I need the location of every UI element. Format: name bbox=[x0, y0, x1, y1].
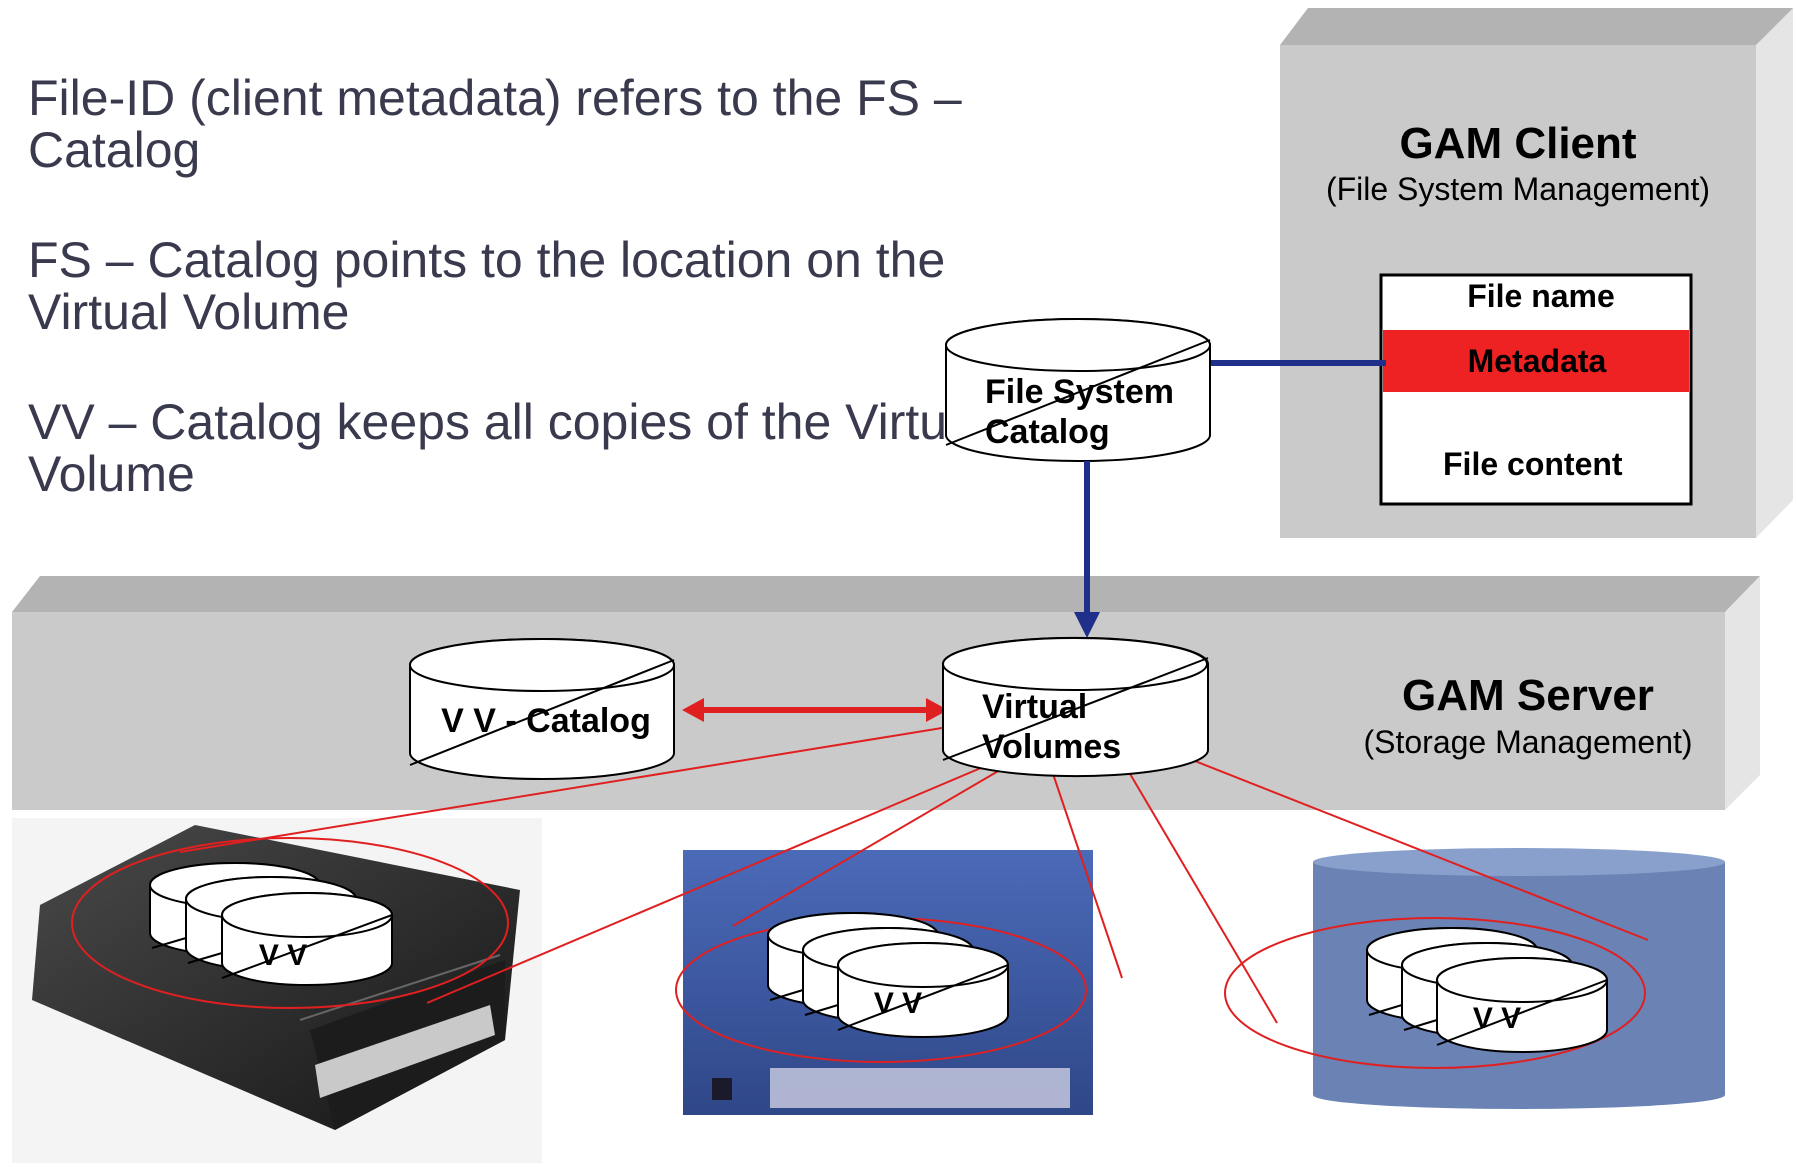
file-record-box: File name Metadata File content bbox=[1379, 273, 1693, 506]
vv-distribution-lines bbox=[179, 726, 1649, 1024]
vv-label-cartridge: V V bbox=[874, 987, 922, 1020]
bullet-vv-catalog: VV – Catalog keeps all copies of the Vir… bbox=[28, 394, 986, 502]
vv-stack-cartridge: V V bbox=[767, 912, 1009, 1038]
metadata-row bbox=[1383, 330, 1689, 392]
file-content-label: File content bbox=[1443, 446, 1623, 482]
vv-label-tape-drive: V V bbox=[259, 939, 307, 972]
virtual-volumes-line1: Virtual bbox=[982, 688, 1087, 726]
disk-highlight bbox=[1224, 917, 1646, 1069]
bullet-fs-catalog: FS – Catalog points to the location on t… bbox=[28, 232, 946, 340]
vv-stack-tape-drive: V V bbox=[149, 862, 393, 986]
vv-stack-disk: V V bbox=[1366, 927, 1608, 1053]
client-title: GAM Client bbox=[1399, 119, 1636, 168]
fs-catalog-line1: File System bbox=[985, 373, 1174, 411]
virtual-volumes-line2: Volumes bbox=[982, 728, 1121, 766]
vv-label-disk: V V bbox=[1473, 1002, 1521, 1035]
fs-to-vv-arrow bbox=[1074, 461, 1100, 638]
server-title: GAM Server bbox=[1402, 671, 1654, 720]
bullet-file-id: File-ID (client metadata) refers to the … bbox=[28, 70, 962, 178]
file-name-label: File name bbox=[1467, 278, 1615, 314]
virtual-volumes-cylinder: Virtual Volumes bbox=[942, 636, 1209, 778]
vv-catalog-label: V V - Catalog bbox=[441, 702, 651, 740]
explanation-text: File-ID (client metadata) refers to the … bbox=[28, 72, 1028, 558]
fs-catalog-cylinder: File System Catalog bbox=[945, 318, 1211, 462]
server-subtitle: (Storage Management) bbox=[1363, 724, 1692, 760]
fs-catalog-line2: Catalog bbox=[985, 413, 1110, 451]
catalog-sync-arrow bbox=[682, 698, 948, 722]
vv-catalog-cylinder: V V - Catalog bbox=[409, 638, 675, 780]
metadata-label: Metadata bbox=[1468, 343, 1607, 379]
client-subtitle: (File System Management) bbox=[1326, 171, 1710, 207]
gam-server-block: GAM Server (Storage Management) bbox=[12, 576, 1760, 810]
tape-drive-highlight bbox=[71, 837, 509, 1009]
